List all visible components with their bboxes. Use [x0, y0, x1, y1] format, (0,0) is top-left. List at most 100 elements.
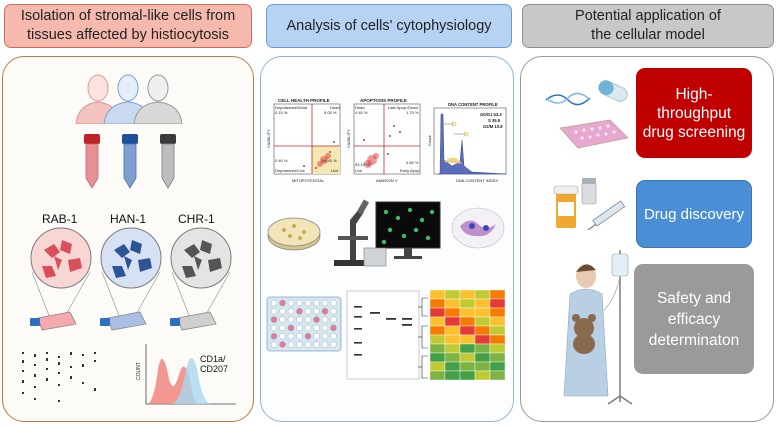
well	[313, 299, 320, 307]
apoptosis-title: APOPTOSIS PROFILE	[360, 98, 407, 103]
heatmap-cell	[444, 352, 461, 363]
heatmap-cell	[444, 370, 461, 381]
apoptosis-xlabel: ANNEXIN V	[376, 178, 398, 183]
well	[321, 299, 329, 307]
well	[287, 316, 295, 323]
apoptosis-q-tl-label: Dead	[355, 105, 365, 110]
drug-bottles-illustration	[553, 178, 626, 231]
cell-health-title: CELL HEALTH PROFILE	[278, 98, 330, 103]
heatmap-cell	[489, 307, 506, 318]
apoptosis-q-bl-label: Live	[355, 168, 363, 173]
well	[321, 316, 329, 323]
heatmap-cell	[429, 298, 446, 309]
cell-circle-gray	[170, 227, 232, 289]
well	[270, 299, 278, 307]
well	[287, 341, 295, 348]
cell-health-q-br-val: 94.40 %	[322, 158, 337, 163]
apoptosis-q-br-label: Early Apop.	[400, 168, 420, 173]
well	[330, 333, 337, 340]
heatmap-cell	[489, 316, 506, 327]
heatmap-cell	[444, 289, 461, 300]
tubes-illustration	[84, 134, 176, 189]
heatmap-cell	[489, 361, 506, 372]
well	[270, 341, 278, 348]
heatmap-cell	[429, 370, 446, 381]
well	[270, 324, 278, 332]
dna-pill-plate-illustration	[545, 80, 629, 149]
dna-ylabel: Count	[427, 134, 432, 146]
well	[279, 316, 286, 323]
tube-icon-red	[84, 134, 100, 189]
flask-icon-red	[30, 311, 77, 331]
patient-iv-illustration	[563, 250, 633, 405]
heatmap-cell	[429, 289, 446, 300]
application-box-safety: Safety and efficacy determinaton	[634, 264, 754, 374]
petri-dish-icon	[267, 217, 321, 251]
heatmap-cell	[489, 343, 506, 354]
heatmap-cell	[474, 370, 491, 381]
apoptosis-q-tr-val: 1.75 %	[406, 110, 419, 115]
heatmap-cell	[429, 334, 446, 345]
heatmap-cell	[459, 343, 476, 354]
well	[287, 299, 295, 307]
well	[296, 308, 303, 315]
histogram-label: CD1a/ CD207	[200, 354, 229, 374]
well	[321, 341, 329, 348]
cell-health-q-bl-val: 0.40 %	[275, 158, 288, 163]
dna-g0g1: G0/G1 53.2	[480, 112, 502, 117]
heatmap-cell	[459, 316, 476, 327]
microscope-icon	[334, 199, 374, 266]
culture-illustration	[30, 227, 232, 331]
well	[313, 316, 320, 323]
dna-xlabel: DNA CONTENT INDEX	[456, 178, 498, 183]
apoptosis-q-tl-val: 4.45 %	[355, 110, 368, 115]
well	[296, 333, 303, 340]
vial-icon	[581, 178, 597, 205]
cell-health-plot: CELL HEALTH PROFILE Depolarized/Dead 0.1…	[266, 98, 341, 183]
well	[330, 308, 337, 315]
well	[296, 299, 303, 307]
dna-helix-icon	[545, 92, 591, 106]
cell-circle-blue	[100, 227, 162, 289]
iv-stand-icon	[595, 250, 633, 405]
well	[279, 308, 286, 315]
cell-health-points	[303, 141, 335, 169]
well	[313, 308, 320, 315]
well	[279, 341, 286, 348]
heatmap-cell	[489, 298, 506, 309]
heatmap-cell	[474, 334, 491, 345]
well	[296, 316, 303, 323]
heatmap-cell	[474, 343, 491, 354]
patients-illustration	[75, 74, 183, 124]
heatmap-cell	[489, 370, 506, 381]
cell-health-ylabel: VIABILITY	[266, 129, 271, 148]
dna-g2m: G2/M 10.8	[483, 124, 503, 129]
heatmap-cell	[429, 352, 446, 363]
well	[321, 333, 329, 340]
well	[279, 299, 286, 307]
histogram-curve-blue	[172, 357, 210, 404]
well	[304, 333, 312, 340]
cell-health-q-tl-val: 0.15 %	[275, 110, 288, 115]
heatmap-cell	[444, 298, 461, 309]
heatmap-cell	[444, 343, 461, 354]
cell-health-xlabel: MITOPOTENTIAL	[292, 178, 325, 183]
application-box-screening: High-throughput drug screening	[636, 68, 752, 158]
cell-line-label-han1: HAN-1	[110, 212, 147, 226]
dna-s: S 35.5	[488, 118, 501, 123]
application-box-safety-text: Safety and efficacy determinaton	[648, 289, 740, 349]
apoptosis-ylabel: VIABILITY	[346, 129, 351, 148]
pill-bottle-icon	[553, 185, 579, 228]
well	[270, 333, 278, 340]
well	[296, 324, 303, 332]
patient-icon-gray	[133, 74, 183, 124]
flask-icon-gray	[170, 311, 217, 331]
well	[304, 299, 312, 307]
teddy-bear-icon	[572, 314, 596, 354]
well	[313, 333, 320, 340]
well	[330, 299, 337, 307]
cell-health-q-bl-label: Depolarized/Live	[275, 168, 306, 173]
well	[279, 333, 286, 340]
heatmap-cell	[459, 298, 476, 309]
apoptosis-q-tr-label: Late Apop./Dead	[388, 105, 418, 110]
